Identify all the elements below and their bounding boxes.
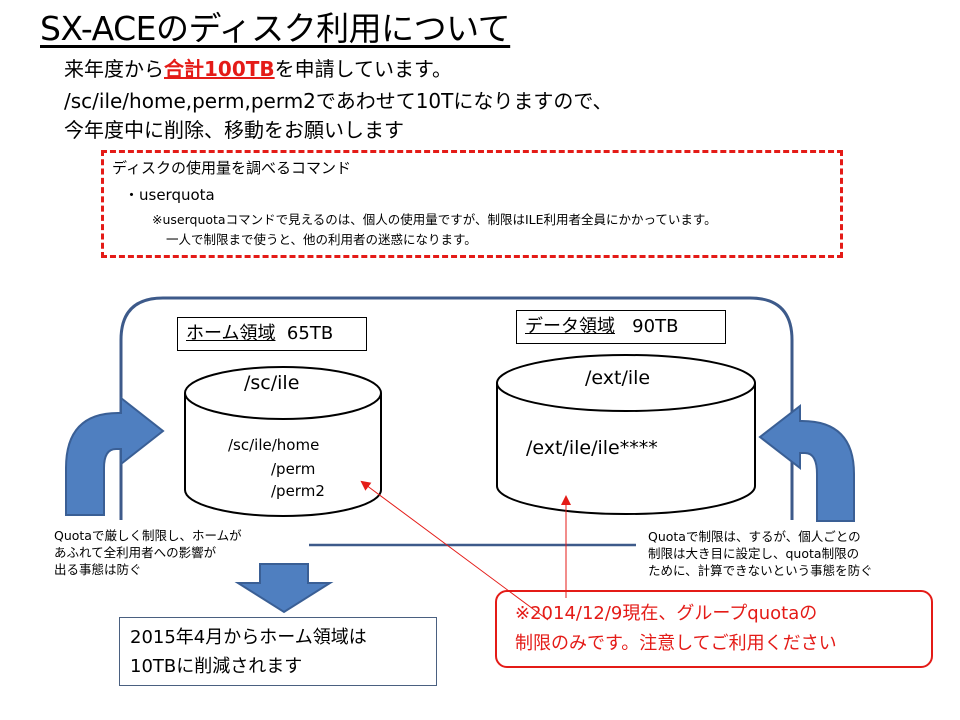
data-area-label: データ領域 90TB	[516, 310, 726, 344]
intro-line-1-post: を申請しています。	[274, 57, 453, 81]
left-curved-arrow	[65, 395, 165, 516]
data-subpath: /ext/ile/ile****	[526, 437, 658, 459]
quota-notice-line: 制限のみです。注意してご利用ください	[515, 633, 837, 654]
intro-line-3: 今年度中に削除、移動をお願いします	[64, 118, 404, 142]
data-quota-note-line: Quotaで制限は、するが、個人ごとの	[648, 529, 861, 544]
right-curved-arrow	[758, 403, 855, 522]
command-box-title: ディスクの使用量を調べるコマンド	[112, 159, 351, 177]
quota-notice-line: ※2014/12/9現在、グループquotaの	[515, 603, 818, 624]
data-path: /ext/ile	[585, 367, 651, 389]
data-cylinder	[496, 354, 756, 515]
home-quota-note-line: 出る事態は防ぐ	[54, 562, 142, 577]
home-cylinder	[184, 366, 382, 517]
storage-frame	[119, 296, 794, 520]
command-note-line-2: 一人で制限まで使うと、他の利用者の迷惑になります。	[166, 232, 477, 247]
data-quota-note-line: ために、計算できないという事態を防ぐ	[648, 563, 873, 578]
data-area-size: 90TB	[632, 316, 679, 337]
data-quota-note: Quotaで制限は、するが、個人ごとの 制限は大き目に設定し、quota制限の …	[648, 528, 873, 579]
group-quota-notice: ※2014/12/9現在、グループquotaの 制限のみです。注意してご利用くだ…	[495, 590, 933, 668]
reduction-line: 2015年4月からホーム領域は	[130, 627, 367, 648]
home-area-size: 65TB	[286, 323, 334, 344]
home-quota-note-line: Quotaで厳しく制限し、ホームが	[54, 528, 242, 543]
command-item: ・userquota	[124, 186, 215, 204]
data-area-name: データ領域	[525, 316, 615, 337]
intro-highlight-total: 合計100TB	[164, 57, 275, 81]
home-area-name: ホーム領域	[186, 323, 276, 344]
home-subpath-home: /sc/ile/home	[228, 436, 320, 454]
home-subpath-perm: /perm	[271, 460, 316, 478]
command-note-line-1: ※userquotaコマンドで見えるのは、個人の使用量ですが、制限はILE利用者…	[152, 212, 717, 227]
home-quota-note: Quotaで厳しく制限し、ホームが あふれて全利用者への影響が 出る事態は防ぐ	[54, 527, 242, 578]
intro-line-1-pre: 来年度から	[64, 57, 164, 81]
data-quota-note-line: 制限は大き目に設定し、quota制限の	[648, 546, 860, 561]
home-area-label: ホーム領域 65TB	[177, 317, 367, 351]
home-quota-note-line: あふれて全利用者への影響が	[54, 545, 217, 560]
pointer-to-home	[360, 480, 549, 621]
home-subpath-perm2: /perm2	[271, 482, 325, 500]
down-arrow	[234, 563, 334, 614]
intro-line-2: /sc/ile/home,perm,perm2であわせて10Tになりますので、	[64, 89, 613, 113]
reduction-notice: 2015年4月からホーム領域は 10TBに削減されます	[119, 617, 437, 686]
command-box	[101, 150, 843, 258]
intro-line-1: 来年度から合計100TBを申請しています。	[64, 53, 452, 82]
home-path: /sc/ile	[244, 372, 300, 394]
reduction-line: 10TBに削減されます	[130, 656, 303, 677]
page-title: SX-ACEのディスク利用について	[40, 9, 511, 48]
